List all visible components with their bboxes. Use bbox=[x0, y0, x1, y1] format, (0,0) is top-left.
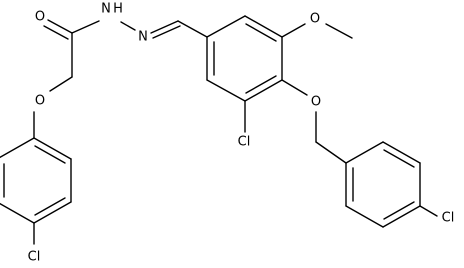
atom-label-o-methoxy: O bbox=[310, 12, 320, 27]
atom-label-o-benzyloxy: O bbox=[311, 95, 321, 110]
ringC-bond-1-inner bbox=[34, 145, 66, 164]
ringC-bond-1 bbox=[33, 137, 72, 160]
atom-label-n-imine: N bbox=[138, 30, 148, 45]
ringA-bond-2 bbox=[244, 15, 283, 38]
bond-n-ch-double-2 bbox=[152, 25, 181, 39]
ringB-bond-5 bbox=[345, 205, 384, 228]
ringB-bond-1 bbox=[345, 141, 384, 164]
ringC-bond-6 bbox=[0, 137, 35, 159]
ringA-bond-4 bbox=[244, 79, 283, 102]
ringC-bond-3 bbox=[33, 201, 72, 224]
ringA-bond-1 bbox=[206, 15, 246, 38]
atom-label-o-carbonyl: O bbox=[35, 10, 45, 25]
bond-n-ch-double-1 bbox=[150, 20, 179, 34]
ringB-bond-2 bbox=[382, 141, 421, 164]
ringB-bond-2-inner bbox=[383, 149, 415, 168]
bond-ch2-o-phenoxy bbox=[49, 76, 73, 92]
bond-ringB-cl bbox=[419, 205, 438, 217]
ringA-bond-4-inner bbox=[245, 75, 277, 94]
bond-ring-o-methoxy bbox=[281, 23, 306, 38]
bond-ch-ring bbox=[177, 20, 208, 38]
ringA-bond-2-inner bbox=[245, 23, 277, 42]
bond-n-n bbox=[120, 21, 136, 31]
bonds bbox=[0, 15, 438, 245]
bond-ch2-ringB bbox=[315, 141, 347, 164]
ringB-bond-4-inner bbox=[383, 201, 415, 220]
atom-label-cl-center-ring: Cl bbox=[238, 135, 251, 150]
bond-ring-o-benzyl bbox=[281, 79, 308, 96]
atom-label-h-hydrazide: H bbox=[113, 2, 123, 17]
atom-label-n-hydrazide: N bbox=[101, 2, 111, 17]
bond-c-n bbox=[71, 20, 100, 34]
ringC-bond-3-inner bbox=[34, 197, 66, 216]
ringB-bond-4 bbox=[382, 205, 421, 228]
atom-labels: O N H N O O Cl Cl O Cl bbox=[28, 2, 455, 265]
atom-label-cl-phenoxy-ring: Cl bbox=[28, 250, 41, 265]
ringA-bond-5 bbox=[206, 79, 246, 102]
ringC-bond-4 bbox=[0, 202, 35, 224]
bond-c-o-double-1 bbox=[47, 19, 73, 34]
bond-o-ch3 bbox=[325, 23, 353, 39]
atom-label-o-phenoxy: O bbox=[35, 94, 45, 109]
atom-label-cl-benzyl-ring: Cl bbox=[442, 211, 455, 226]
bond-c-o-double-2 bbox=[43, 25, 69, 40]
